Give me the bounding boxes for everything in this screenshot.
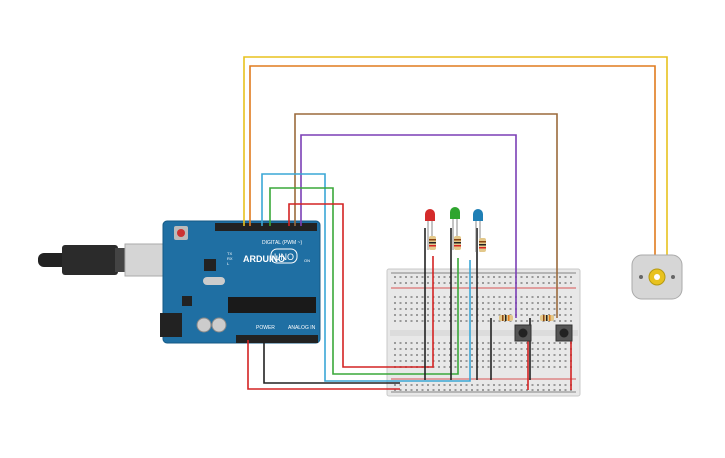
brown-wire [294,113,558,318]
resistors [429,236,554,321]
red-signal-wire [288,203,434,368]
green-wire [269,187,459,375]
dc-motor[interactable] [631,254,683,300]
digital-header [215,223,317,231]
arduino-model: UNO [274,252,294,262]
resistor-blue-led[interactable] [479,238,486,252]
orange-wire [249,65,656,255]
power-analog-header [236,335,318,343]
resistor-button1[interactable] [499,315,513,321]
arduino-uno-board[interactable]: ARDUINO UNO DIGITAL (PWM ~) POWER ANALOG… [160,220,321,344]
pushbutton-1[interactable] [514,324,532,342]
wires [243,56,668,390]
analog-label: ANALOG IN [288,325,316,331]
reset-button[interactable] [177,229,185,237]
atmega-chip [228,297,316,313]
rx-label: RX [227,256,233,261]
tx-label: TX [227,251,232,256]
purple-wire [300,134,517,318]
arduino-brand: ARDUINO [243,254,285,264]
resistor-button2[interactable] [540,315,554,321]
lightblue-wire [261,173,471,382]
led-blue[interactable] [473,209,483,252]
power-label: POWER [256,325,275,331]
red-power-wire [247,340,400,390]
l-label: L [227,261,230,266]
usb-cable [38,243,184,277]
leds [425,207,483,252]
yellow-wire [243,56,668,255]
breadboard[interactable] [386,268,581,397]
digital-label: DIGITAL (PWM ~) [262,240,302,246]
resistor-green-led[interactable] [454,236,461,250]
pushbutton-2[interactable] [555,324,573,342]
resistor-red-led[interactable] [429,236,436,250]
pushbuttons [514,324,573,342]
on-label: ON [304,258,310,263]
black-ground-wire [263,340,400,384]
